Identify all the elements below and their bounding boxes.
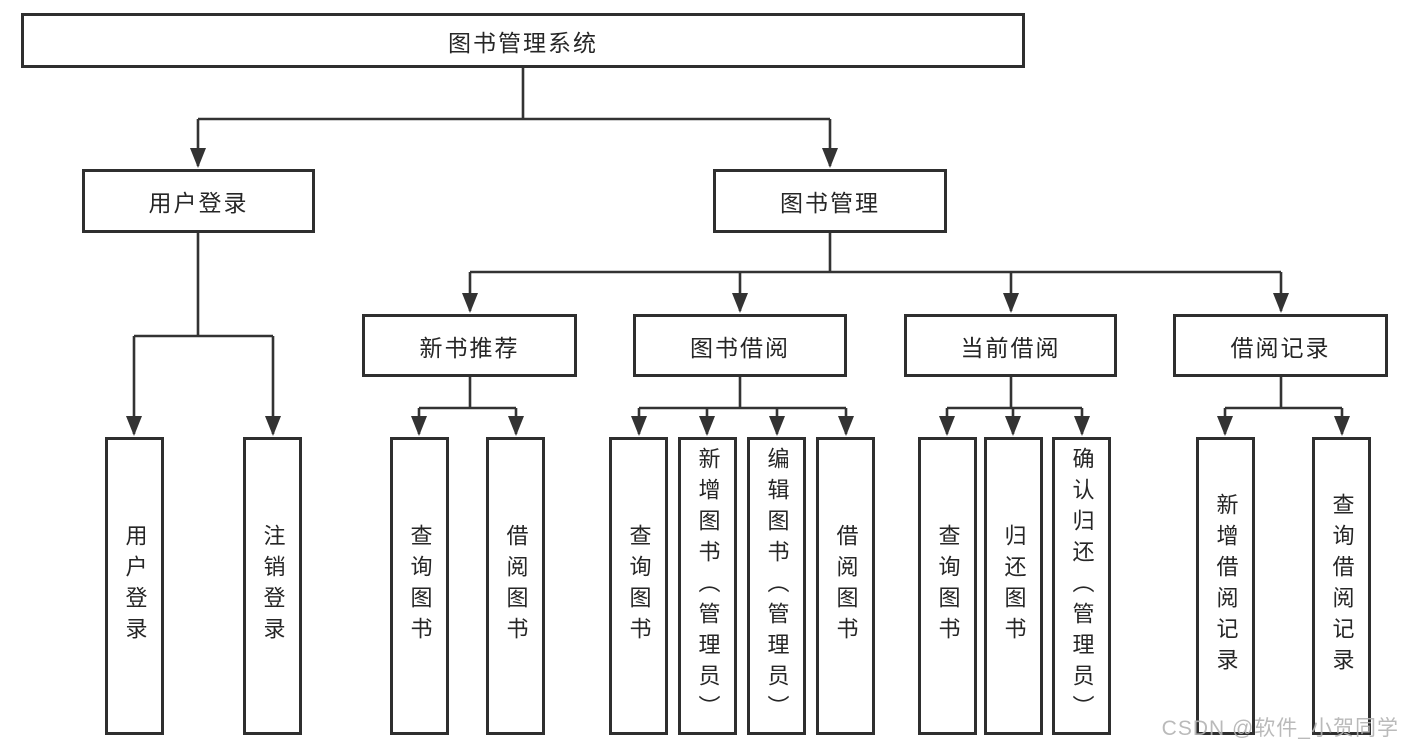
connector-book-borrow	[631, 377, 854, 436]
node-new-book-rec-label: 新书推荐	[419, 334, 520, 361]
node-book-mgmt-label: 图书管理	[780, 190, 880, 216]
leaf-newbook-query: 查询图书	[390, 437, 449, 735]
node-current-borrow-label: 当前借阅	[960, 334, 1061, 361]
leaf-newbook-query-label: 查询图书	[407, 524, 433, 648]
node-new-book-rec: 新书推荐	[362, 314, 577, 377]
leaf-borrow-borrow-label: 借阅图书	[833, 524, 859, 648]
connector-new-book-rec	[411, 377, 524, 436]
node-book-mgmt: 图书管理	[713, 169, 947, 233]
node-user-login: 用户登录	[82, 169, 315, 233]
node-current-borrow: 当前借阅	[904, 314, 1117, 377]
connector-root	[190, 68, 838, 168]
leaf-borrow-edit: 编辑图书（管理员）	[747, 437, 806, 735]
leaf-record-query-label: 查询借阅记录	[1329, 493, 1355, 679]
node-user-login-label: 用户登录	[148, 190, 249, 216]
leaf-borrow-add-label: 新增图书（管理员）	[695, 446, 721, 726]
leaf-borrow-edit-label: 编辑图书（管理员）	[764, 446, 790, 726]
leaf-user-login-label: 用户登录	[122, 524, 148, 648]
leaf-borrow-borrow: 借阅图书	[816, 437, 875, 735]
node-root-label: 图书管理系统	[448, 29, 598, 56]
leaf-borrow-query-label: 查询图书	[626, 524, 652, 648]
leaf-logout: 注销登录	[243, 437, 302, 735]
leaf-user-login: 用户登录	[105, 437, 164, 735]
leaf-current-query-label: 查询图书	[935, 524, 961, 648]
connector-user-login	[126, 233, 281, 436]
leaf-record-add: 新增借阅记录	[1196, 437, 1255, 735]
leaf-borrow-query: 查询图书	[609, 437, 668, 735]
leaf-borrow-add: 新增图书（管理员）	[678, 437, 737, 735]
leaf-current-query: 查询图书	[918, 437, 977, 735]
connector-book-mgmt	[462, 233, 1289, 313]
leaf-current-return-label: 归还图书	[1001, 524, 1027, 648]
node-book-borrow-label: 图书借阅	[690, 334, 790, 361]
node-borrow-record: 借阅记录	[1173, 314, 1388, 377]
node-borrow-record-label: 借阅记录	[1230, 334, 1331, 361]
csdn-watermark: CSDN @软件_小贺同学	[1161, 717, 1399, 740]
node-root: 图书管理系统	[21, 13, 1025, 68]
connector-current-borrow	[939, 377, 1090, 436]
leaf-current-confirm-label: 确认归还（管理员）	[1069, 446, 1095, 726]
leaf-current-confirm: 确认归还（管理员）	[1052, 437, 1111, 735]
leaf-record-add-label: 新增借阅记录	[1213, 493, 1239, 679]
leaf-logout-label: 注销登录	[260, 524, 286, 648]
leaf-current-return: 归还图书	[984, 437, 1043, 735]
node-book-borrow: 图书借阅	[633, 314, 847, 377]
connector-borrow-record	[1217, 377, 1350, 436]
leaf-newbook-borrow-label: 借阅图书	[503, 524, 529, 648]
leaf-record-query: 查询借阅记录	[1312, 437, 1371, 735]
leaf-newbook-borrow: 借阅图书	[486, 437, 545, 735]
